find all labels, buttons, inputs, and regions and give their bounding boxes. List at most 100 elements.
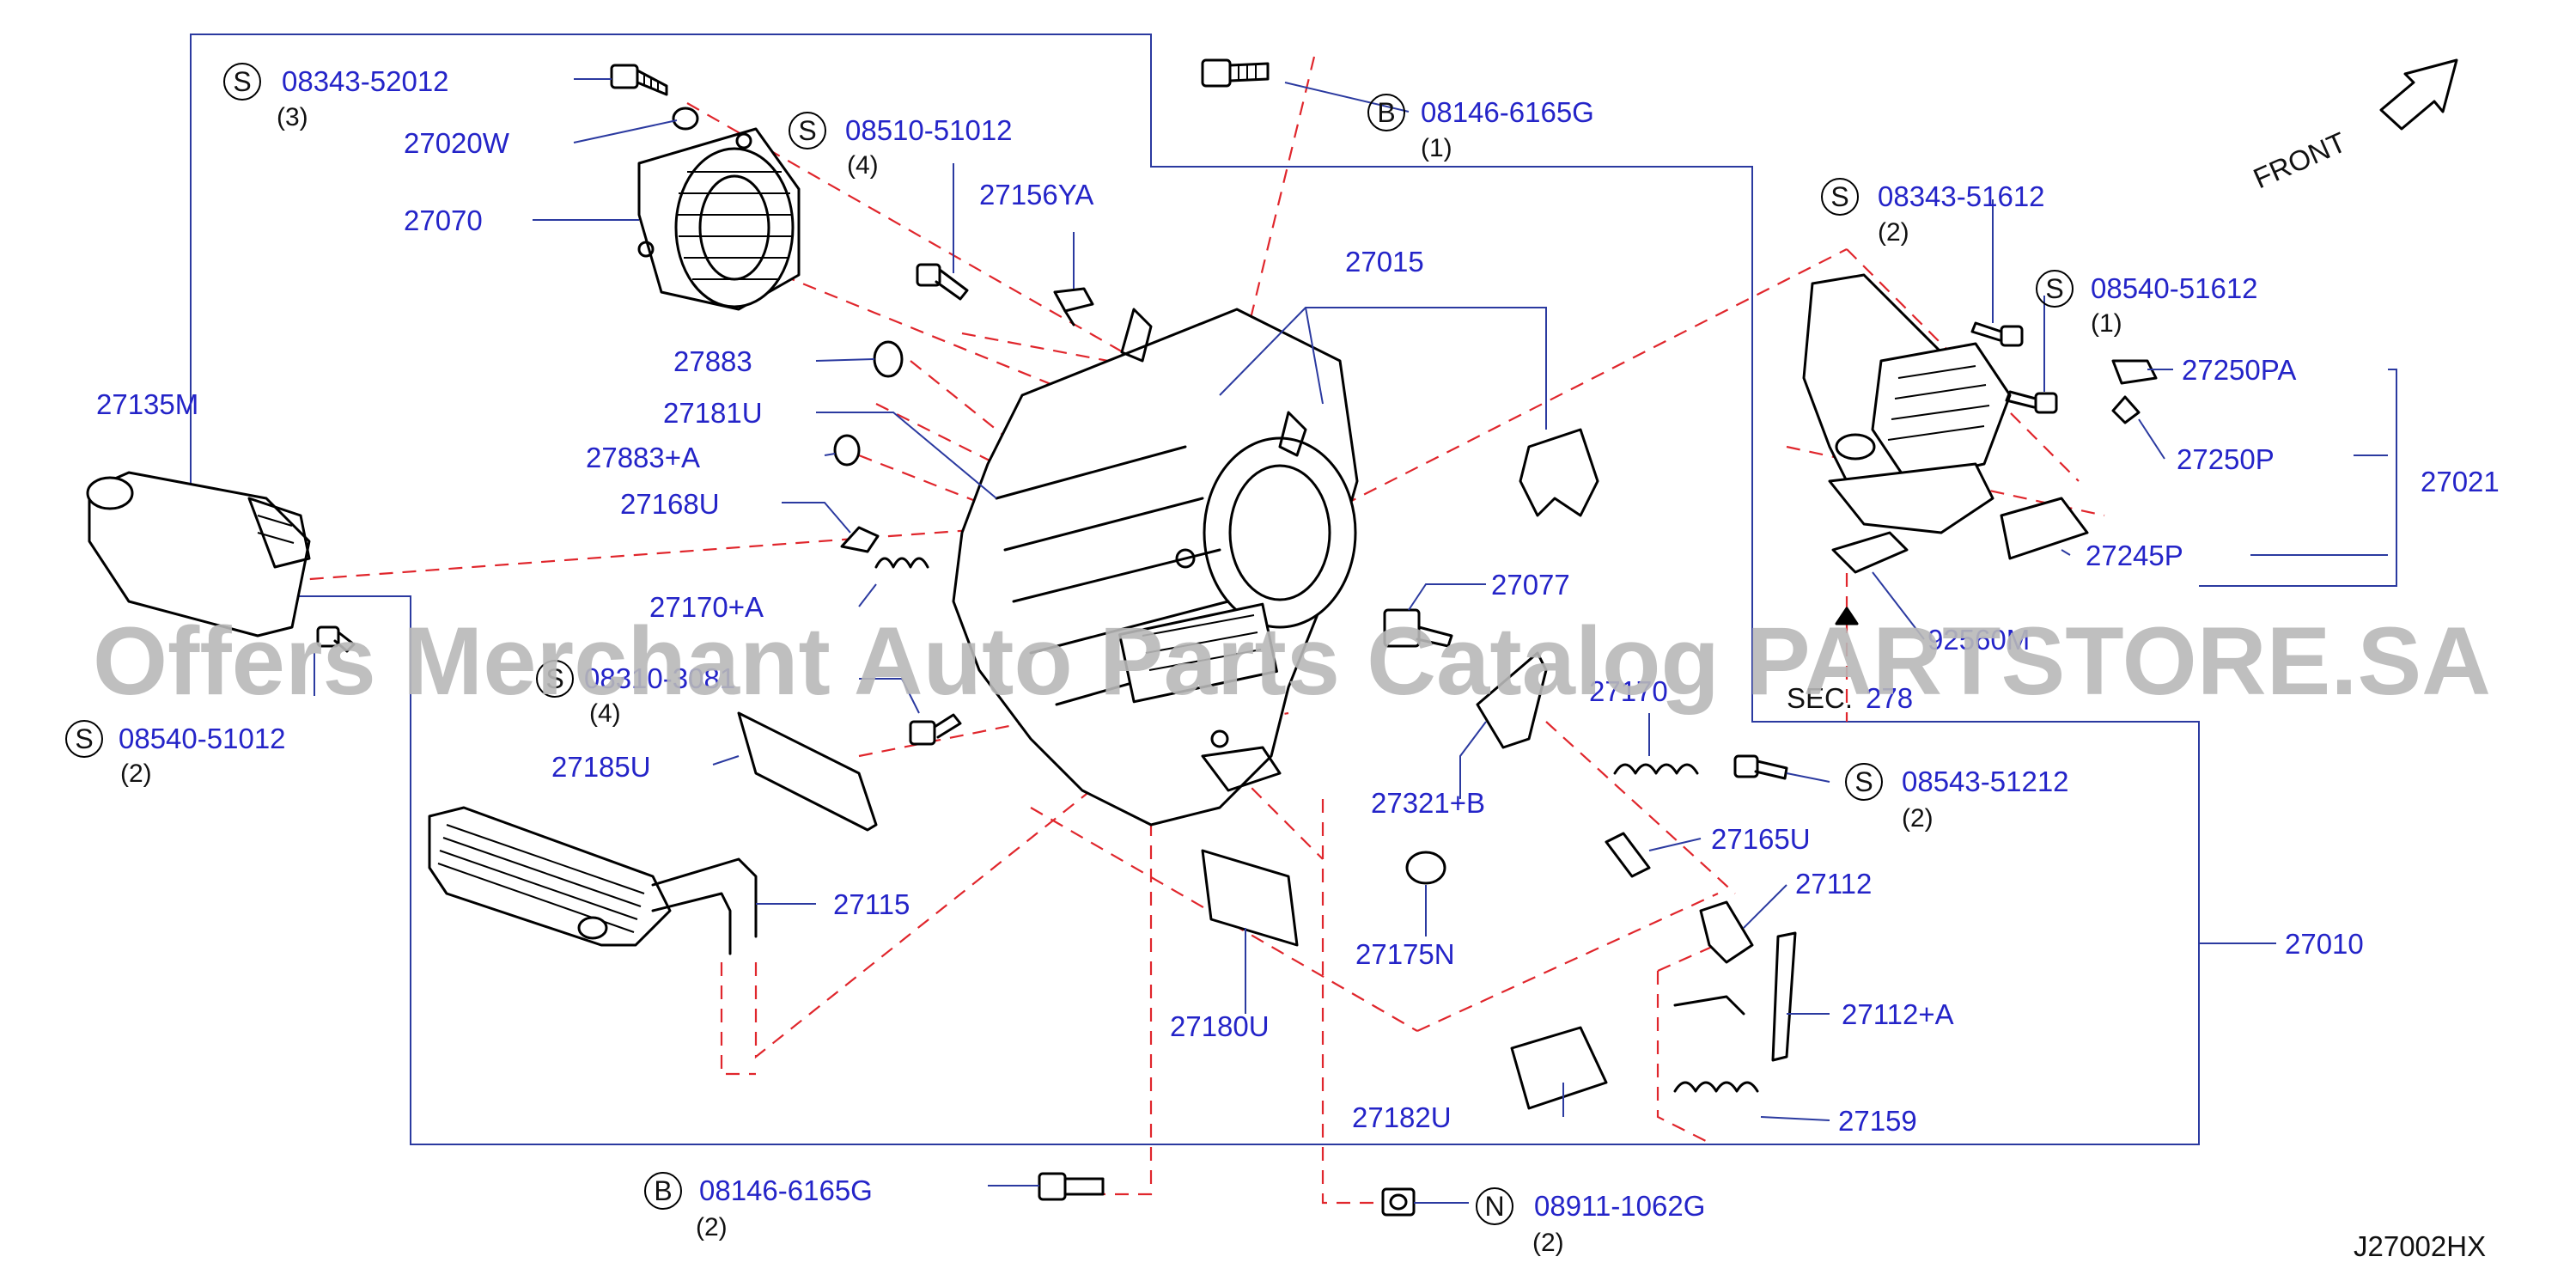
part-number-label[interactable]: 08540-51612 bbox=[2091, 272, 2258, 304]
part-number-label[interactable]: 08343-51612 bbox=[1878, 180, 2045, 212]
part-number-label[interactable]: 27250P bbox=[2177, 443, 2275, 475]
part-number-label[interactable]: 27250PA bbox=[2182, 354, 2296, 386]
part-number-label[interactable]: 27883+A bbox=[586, 442, 700, 473]
heater-core-icon bbox=[428, 806, 758, 955]
clip-icon bbox=[2111, 359, 2158, 385]
screw-icon bbox=[316, 625, 356, 653]
front-arrow-icon bbox=[2379, 58, 2458, 131]
part-number-label[interactable]: 27135M bbox=[96, 388, 198, 420]
link-lever-icon bbox=[840, 526, 880, 553]
lever-icon bbox=[1605, 832, 1651, 878]
part-number-label[interactable]: 27112 bbox=[1795, 868, 1872, 900]
screw-icon bbox=[610, 64, 668, 96]
prefix-letter: S bbox=[798, 115, 816, 146]
watermark: Offers Merchant Auto Parts Catalog PARTS… bbox=[93, 607, 2491, 715]
part-number-label[interactable]: 27021 bbox=[2421, 466, 2500, 497]
part-number-label[interactable]: 27883 bbox=[673, 345, 752, 377]
part-number-label[interactable]: 27077 bbox=[1491, 569, 1570, 601]
part-number-label[interactable]: 27112+A bbox=[1842, 998, 1954, 1030]
quantities: (3) (4) (1) (2) (4) (2) (1) (2) (2) (2) bbox=[120, 103, 2122, 1257]
screw-icon bbox=[916, 263, 969, 301]
prefix-letter: S bbox=[545, 663, 563, 694]
phantom-lines bbox=[240, 56, 2105, 1205]
section-ref-prefix: SEC. bbox=[1787, 682, 1853, 714]
part-number-label[interactable]: 27159 bbox=[1838, 1105, 1917, 1137]
section-ref-number[interactable]: 278 bbox=[1866, 682, 1913, 714]
part-number-label[interactable]: 08510-51012 bbox=[845, 114, 1013, 146]
part-number-label[interactable]: 27175N bbox=[1355, 938, 1455, 970]
part-number-label[interactable]: 27015 bbox=[1345, 246, 1424, 278]
spring-icon bbox=[1613, 763, 1699, 775]
quantity-label: (2) bbox=[1902, 804, 1934, 833]
washer-icon bbox=[672, 107, 699, 131]
prefix-letter: N bbox=[1484, 1191, 1504, 1222]
lever-icon bbox=[1699, 900, 1754, 964]
part-number-label[interactable]: 08543-51212 bbox=[1902, 766, 2069, 797]
part-number-label[interactable]: 08540-51012 bbox=[119, 723, 286, 754]
prefix-letter: B bbox=[1377, 97, 1395, 128]
prefix-letter: S bbox=[233, 66, 251, 97]
filter-icon bbox=[737, 711, 878, 832]
quantity-label: (4) bbox=[847, 151, 879, 180]
prefix-letters: S S B S S S S S B N bbox=[75, 66, 2063, 1222]
part-number-label[interactable]: 27010 bbox=[2285, 928, 2364, 960]
part-number-label[interactable]: 27165U bbox=[1711, 823, 1811, 855]
part-number-label[interactable]: 27170 bbox=[1589, 675, 1668, 707]
part-number-label[interactable]: 08146-6165G bbox=[1421, 96, 1594, 128]
quantity-label: (3) bbox=[277, 103, 308, 131]
spring-icon bbox=[1673, 1081, 1759, 1093]
part-number-label[interactable]: 27245P bbox=[2086, 540, 2183, 571]
screw-icon bbox=[1970, 321, 2024, 347]
blower-fan-icon bbox=[637, 127, 801, 311]
part-number-label[interactable]: 27182U bbox=[1352, 1101, 1452, 1133]
part-number-label[interactable]: 08343-52012 bbox=[282, 65, 449, 97]
sec-arrow-icon bbox=[1835, 607, 1859, 625]
diagram-code: J27002HX bbox=[2354, 1230, 2486, 1262]
prefix-letter: S bbox=[1830, 181, 1848, 212]
cap-icon bbox=[1405, 851, 1446, 885]
quantity-label: (1) bbox=[1421, 134, 1452, 162]
blower-case-icon bbox=[1802, 273, 2012, 534]
front-label: FRONT bbox=[2249, 125, 2351, 194]
heater-unit-housing-icon bbox=[952, 308, 1359, 827]
part-number-label[interactable]: 08911-1062G bbox=[1534, 1190, 1705, 1222]
prefix-letter: S bbox=[75, 723, 93, 754]
part-number-label[interactable]: 92560M bbox=[1927, 624, 2030, 656]
part-labels: 08343-52012 27020W 27070 08510-51012 271… bbox=[96, 65, 2500, 1222]
part-number-label[interactable]: 27070 bbox=[404, 204, 483, 236]
prefix-circles bbox=[65, 63, 2074, 1225]
part-number-label[interactable]: 27170+A bbox=[649, 591, 764, 623]
part-number-label[interactable]: 27156YA bbox=[979, 179, 1093, 210]
leader-lines bbox=[314, 78, 2397, 1204]
part-number-label[interactable]: 27168U bbox=[620, 488, 720, 520]
bolt-icon bbox=[1038, 1172, 1105, 1201]
seal-icon bbox=[1831, 531, 1909, 574]
link-icon bbox=[1673, 995, 1745, 1016]
quantity-label: (2) bbox=[1878, 218, 1909, 247]
part-number-label[interactable]: 27185U bbox=[551, 751, 651, 783]
actuator-icon bbox=[1383, 608, 1453, 648]
part-number-label[interactable]: 08146-6165G bbox=[699, 1174, 873, 1206]
quantity-label: (4) bbox=[589, 699, 621, 728]
duct-icon bbox=[86, 471, 311, 638]
spring-icon bbox=[874, 557, 929, 569]
screw-icon bbox=[1733, 754, 1788, 780]
part-number-label[interactable]: 27115 bbox=[833, 888, 910, 920]
seal-icon bbox=[833, 434, 861, 467]
part-number-label[interactable]: 27180U bbox=[1170, 1010, 1270, 1042]
part-number-label[interactable]: 08310-3081 bbox=[584, 662, 735, 694]
seal-icon bbox=[873, 340, 904, 378]
clip-icon bbox=[1053, 287, 1094, 326]
quantity-label: (1) bbox=[2091, 309, 2122, 338]
part-number-label[interactable]: 27181U bbox=[663, 397, 763, 429]
quantity-label: (2) bbox=[1532, 1229, 1564, 1257]
door-icon bbox=[1201, 849, 1299, 947]
bracket-icon bbox=[1476, 651, 1548, 749]
quantity-label: (2) bbox=[120, 760, 152, 788]
prefix-letter: S bbox=[2045, 273, 2063, 304]
part-number-label[interactable]: 27321+B bbox=[1371, 787, 1485, 819]
prefix-letter: S bbox=[1854, 766, 1873, 797]
part-number-label[interactable]: 27020W bbox=[404, 127, 510, 159]
quantity-label: (2) bbox=[696, 1213, 728, 1241]
